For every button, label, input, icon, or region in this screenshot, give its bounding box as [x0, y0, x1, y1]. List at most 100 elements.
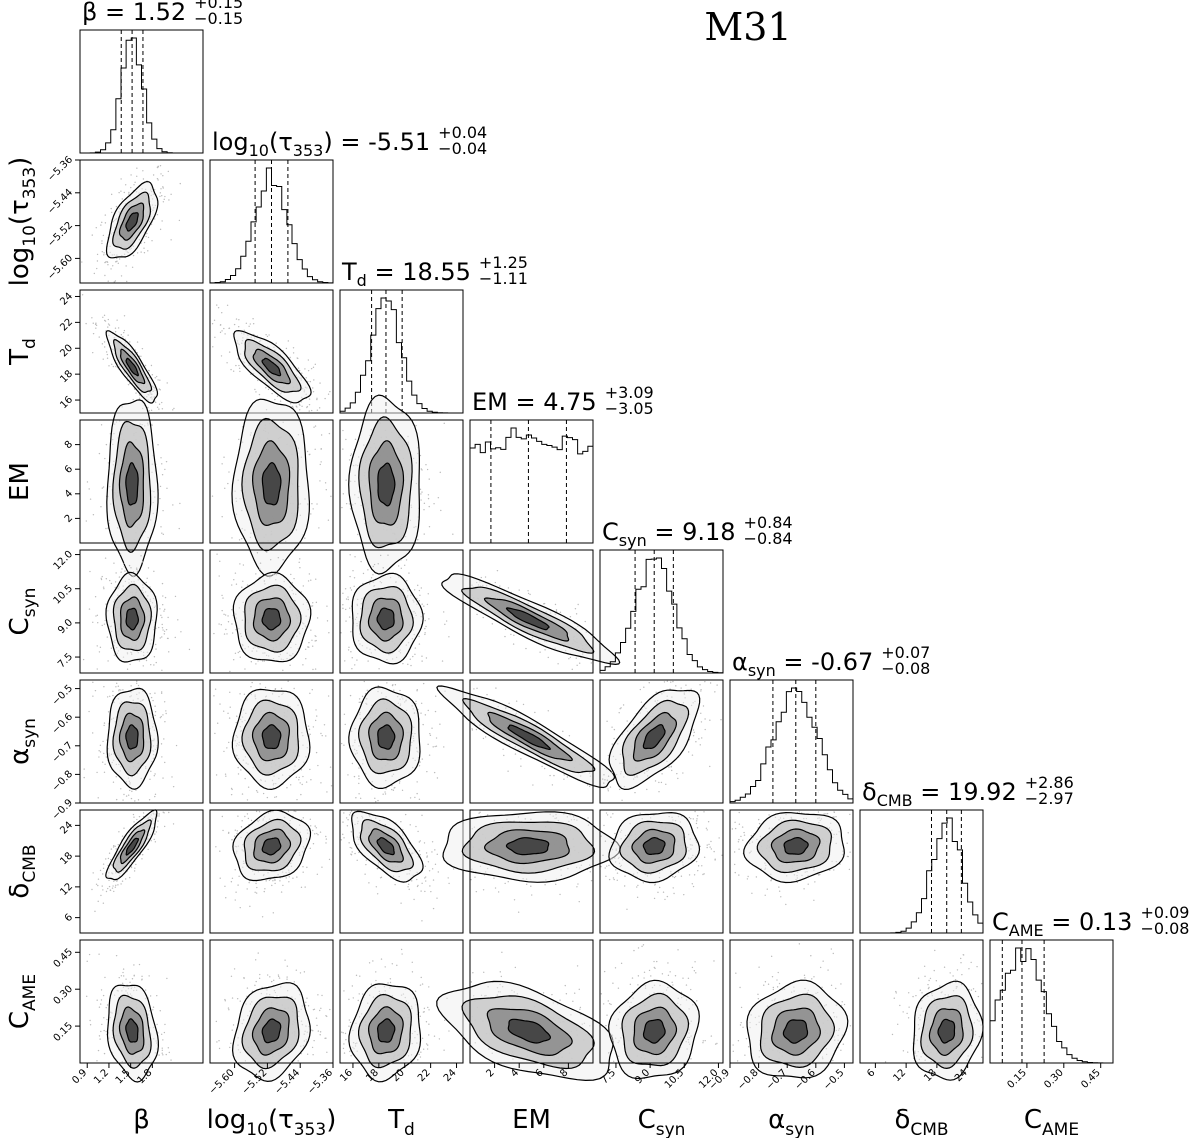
sample-point — [130, 866, 133, 869]
sample-point — [296, 798, 298, 801]
sample-point — [355, 797, 357, 799]
sample-point — [114, 280, 117, 282]
sample-point — [223, 456, 225, 458]
sample-point — [118, 576, 121, 578]
sample-point — [557, 663, 559, 665]
sample-point — [555, 609, 558, 611]
sample-point — [112, 690, 114, 693]
sample-point — [138, 397, 141, 399]
sample-point — [316, 617, 319, 619]
sample-point — [164, 608, 166, 611]
contour-panel: −5.60−5.52−5.44−5.36 — [46, 154, 204, 284]
histogram-step — [599, 557, 724, 674]
sample-point — [435, 737, 438, 739]
sample-point — [324, 397, 326, 400]
sample-point — [299, 404, 301, 406]
sample-point — [562, 730, 564, 733]
sample-point — [358, 701, 360, 704]
sample-point — [121, 198, 124, 200]
sample-point — [308, 573, 311, 575]
sample-point — [233, 323, 236, 326]
sample-point — [257, 660, 259, 662]
sample-point — [305, 781, 308, 783]
sample-point — [112, 781, 115, 783]
sample-point — [122, 336, 124, 338]
sample-point — [160, 173, 162, 175]
sample-point — [174, 595, 177, 598]
y-tick-label: 6 — [63, 464, 75, 476]
sample-point — [243, 329, 245, 332]
contour-panel — [339, 549, 464, 674]
sample-point — [314, 833, 316, 835]
sample-point — [150, 364, 153, 367]
sample-point — [211, 495, 214, 497]
sample-point — [578, 662, 581, 664]
sample-point — [571, 668, 573, 671]
sample-point — [420, 499, 422, 501]
sample-point — [566, 776, 569, 778]
sample-point — [214, 336, 216, 338]
sample-point — [100, 506, 102, 508]
sample-point — [285, 347, 288, 350]
sample-point — [280, 687, 283, 690]
sample-point — [156, 406, 159, 409]
sample-point — [160, 692, 163, 694]
sample-point — [386, 682, 388, 684]
sample-point — [428, 478, 430, 480]
sample-point — [161, 474, 164, 476]
sample-point — [130, 186, 132, 189]
sample-point — [213, 632, 215, 635]
sample-point — [302, 817, 304, 819]
sample-point — [154, 795, 156, 798]
sample-point — [508, 702, 510, 704]
sample-point — [700, 721, 703, 723]
sample-point — [104, 222, 107, 224]
sample-point — [246, 813, 249, 815]
sample-point — [351, 851, 353, 853]
sample-point — [168, 811, 170, 814]
sample-point — [161, 623, 163, 626]
sample-point — [416, 792, 418, 795]
sample-point — [325, 489, 327, 491]
sample-point — [502, 748, 504, 750]
sample-point — [130, 797, 133, 800]
y-tick-label: 10.5 — [52, 583, 76, 607]
sample-point — [101, 575, 103, 578]
sample-point — [437, 871, 439, 873]
sample-point — [163, 812, 165, 814]
sample-point — [326, 620, 329, 622]
sample-point — [400, 820, 402, 823]
sample-point — [162, 509, 164, 512]
sample-point — [377, 799, 379, 802]
sample-point — [91, 317, 93, 319]
sample-point — [231, 623, 233, 625]
sample-point — [661, 773, 663, 775]
sample-point — [577, 603, 579, 606]
sample-point — [263, 660, 266, 662]
sample-point — [113, 562, 115, 564]
sample-point — [101, 343, 104, 345]
sample-point — [314, 825, 316, 827]
sample-point — [435, 745, 438, 747]
sample-point — [109, 858, 112, 861]
sample-point — [228, 741, 230, 744]
sample-point — [255, 573, 257, 575]
sample-point — [420, 702, 423, 704]
sample-point — [238, 875, 240, 878]
sample-point — [238, 438, 240, 441]
sample-point — [163, 630, 166, 632]
sample-point — [342, 592, 344, 594]
sample-point — [326, 605, 328, 607]
sample-point — [100, 577, 102, 580]
sample-point — [110, 647, 113, 649]
sample-point — [293, 810, 295, 812]
density-contour — [125, 357, 139, 377]
sample-point — [266, 335, 269, 338]
sample-point — [310, 513, 312, 515]
sample-point — [347, 649, 350, 651]
sample-point — [529, 593, 531, 596]
sample-point — [237, 358, 239, 360]
sample-point — [159, 637, 162, 639]
y-tick-label: 12.0 — [52, 549, 76, 573]
sample-point — [153, 838, 155, 841]
